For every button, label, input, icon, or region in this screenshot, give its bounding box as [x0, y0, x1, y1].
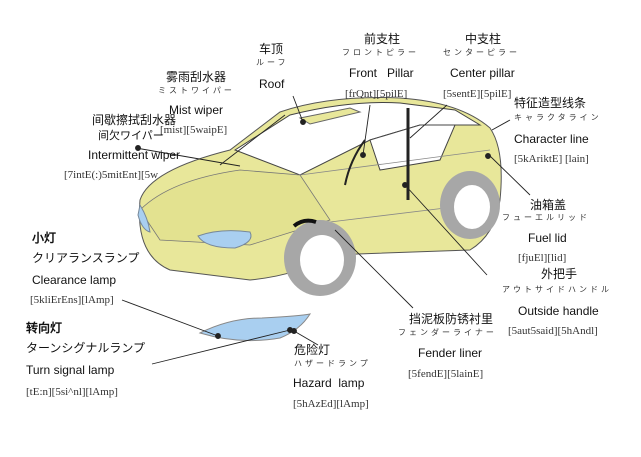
outside-handle-zh: 外把手 [541, 267, 578, 281]
intermittent-wiper-zh: 间歇擦拭刮水器 [92, 113, 177, 127]
fuel-lid-phonetic: [fjuEl][lid] [518, 252, 567, 264]
fuel-lid-en: Fuel lid [528, 231, 567, 245]
hazard-lamp-phonetic: [5hAzEd][lAmp] [293, 398, 369, 410]
center-pillar-ja: センターピラー [443, 48, 520, 57]
character-line-zh: 特征造型线条 [514, 96, 587, 110]
fender-liner-zh: 挡泥板防锈衬里 [409, 312, 494, 326]
leader-lines [121, 95, 531, 365]
mist-wiper-ja: ミストワイパー [158, 86, 235, 95]
intermittent-wiper-phonetic: [7intE(:)5mitEnt][5w [64, 169, 159, 181]
front-pillar-phonetic: [frQnt][5pilE] [345, 88, 408, 100]
intermittent-wiper-en: Intermittent wiper [88, 148, 181, 162]
turn-signal-lamp-zh: 转向灯 [26, 321, 63, 335]
clearance-lamp-zh: 小灯 [32, 231, 57, 245]
outside-handle-ja: アウトサイドハンドル [502, 285, 612, 294]
roof-ja: ルーフ [256, 58, 289, 67]
mist-wiper-en: Mist wiper [169, 103, 224, 117]
roof-en: Roof [259, 77, 285, 91]
mist-wiper-phonetic: [mist][5waipE] [160, 124, 228, 136]
hazard-lamp-zh: 危险灯 [294, 343, 331, 357]
front-pillar-zh: 前支柱 [364, 32, 401, 46]
intermittent-wiper-ja: 间欠ワイパー [98, 129, 164, 142]
fender-liner-en: Fender liner [418, 346, 483, 360]
wheels [284, 171, 500, 296]
character-line-en: Character line [514, 132, 589, 146]
front-pillar-en: Front Pillar [349, 66, 414, 80]
clearance-lamp-ja: クリアランスランプ [32, 251, 140, 265]
fender-liner-ja: フェンダーライナー [398, 328, 497, 337]
center-pillar-phonetic: [5sentE][5pilE] [443, 88, 512, 100]
fender-liner-phonetic: [5fendE][5lainE] [408, 368, 484, 380]
turn-signal-lamp-phonetic: [tE:n][5si^nl][lAmp] [26, 386, 118, 398]
roof-zh: 车顶 [259, 42, 284, 56]
outside-handle-en: Outside handle [518, 304, 599, 318]
turn-signal-lamp-ja: ターンシグナルランプ [26, 341, 146, 355]
detached-lamp-assembly [198, 313, 312, 342]
center-pillar-en: Center pillar [450, 66, 515, 80]
turn-signal-lamp-en: Turn signal lamp [26, 363, 115, 377]
fuel-lid-ja: フューエルリッド [502, 213, 590, 222]
clearance-lamp-en: Clearance lamp [32, 273, 117, 287]
character-line-ja: キャラクタライン [514, 113, 602, 122]
clearance-lamp-phonetic: [5kliErEns][lAmp] [30, 294, 114, 306]
center-pillar-zh: 中支柱 [465, 32, 502, 46]
mist-wiper-zh: 雾雨刮水器 [166, 70, 227, 84]
hazard-lamp-ja: ハザードランプ [294, 359, 371, 368]
front-lamps [137, 203, 312, 342]
front-pillar-ja: フロントピラー [342, 48, 419, 57]
hazard-lamp-en: Hazard lamp [293, 376, 365, 390]
fuel-lid-zh: 油箱盖 [530, 198, 567, 212]
outside-handle-phonetic: [5aut5said][5hAndl] [508, 325, 598, 337]
character-line-phonetic: [5kAriktE] [lain] [514, 153, 589, 165]
